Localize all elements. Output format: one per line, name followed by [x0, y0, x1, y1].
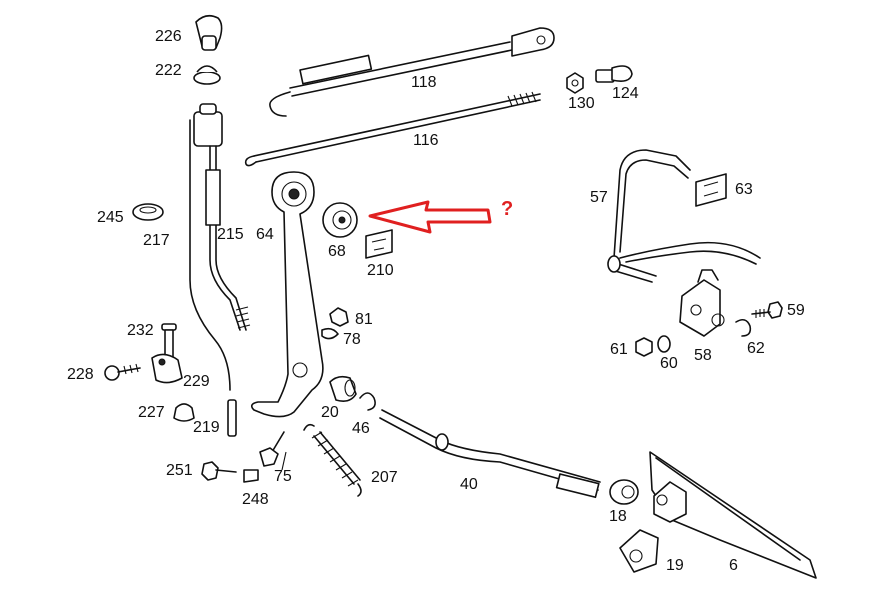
part-215-cable: [193, 103, 251, 331]
part-232-pin: [161, 323, 177, 359]
part-116-rod: [244, 91, 541, 167]
part-19-pivot: [619, 529, 659, 573]
annotation-arrow: [368, 200, 492, 234]
part-59-bolt: [751, 301, 783, 319]
label-19: 19: [666, 557, 684, 574]
label-59: 59: [787, 302, 805, 319]
label-60: 60: [660, 355, 678, 372]
label-222: 222: [155, 62, 182, 79]
part-130-nut: [566, 72, 584, 94]
part-222-grommet: [193, 65, 221, 85]
part-118-rod: [269, 27, 555, 117]
part-229-holder: [151, 353, 183, 384]
label-232: 232: [127, 322, 154, 339]
label-228: 228: [67, 366, 94, 383]
part-124-ball-socket: [595, 65, 633, 83]
label-210: 210: [367, 262, 394, 279]
label-248: 248: [242, 491, 269, 508]
part-46-clip: [359, 392, 376, 411]
label-81: 81: [355, 311, 373, 328]
label-75: 75: [274, 468, 292, 485]
label-245: 245: [97, 209, 124, 226]
label-116: 116: [413, 132, 439, 149]
label-40: 40: [460, 476, 478, 493]
part-227-nut: [173, 403, 195, 422]
label-62: 62: [747, 340, 765, 357]
part-40-rod: [379, 409, 601, 499]
label-78: 78: [343, 331, 361, 348]
part-68-bushing: [322, 202, 358, 238]
label-64: 64: [256, 226, 274, 243]
part-60-washer: [657, 335, 671, 353]
part-57-rod: [607, 149, 761, 283]
part-245-grommet: [132, 203, 164, 221]
leader-lines: [281, 451, 287, 471]
label-6: 6: [729, 557, 738, 574]
part-62-clip: [735, 318, 752, 337]
label-226: 226: [155, 28, 182, 45]
part-217-sheath: [189, 119, 231, 391]
part-61-nut: [635, 337, 653, 357]
label-217: 217: [143, 232, 170, 249]
label-118: 118: [411, 74, 437, 91]
label-58: 58: [694, 347, 712, 364]
label-219: 219: [193, 419, 220, 436]
part-18-bushing: [609, 479, 639, 505]
label-46: 46: [352, 420, 370, 437]
label-229: 229: [183, 373, 210, 390]
part-63-clip: [695, 173, 727, 207]
part-6-pedal: [649, 451, 817, 579]
label-63: 63: [735, 181, 753, 198]
label-68: 68: [328, 243, 346, 260]
part-20-bushing: [329, 375, 357, 402]
part-207-spring: [303, 423, 362, 497]
label-18: 18: [609, 508, 627, 525]
part-64-pedal-lever: [250, 171, 324, 418]
part-81-nut: [329, 307, 349, 327]
label-207: 207: [371, 469, 398, 486]
label-61: 61: [610, 341, 628, 358]
part-228-screw: [104, 363, 141, 381]
label-20: 20: [321, 404, 339, 421]
label-57: 57: [590, 189, 608, 206]
part-58-bracket: [679, 269, 725, 337]
label-130: 130: [568, 95, 595, 112]
part-210-clip: [365, 229, 393, 259]
part-248-clip: [243, 469, 259, 483]
label-227: 227: [138, 404, 165, 421]
part-78-washer: [321, 327, 339, 340]
part-226-cap: [195, 14, 223, 51]
label-124: 124: [612, 85, 639, 102]
part-75-bolt: [259, 431, 285, 467]
part-219-pin: [227, 399, 237, 437]
label-215: 215: [217, 226, 244, 243]
part-251-bolt: [201, 461, 237, 481]
question-mark: ?: [501, 198, 514, 220]
label-251: 251: [166, 462, 193, 479]
